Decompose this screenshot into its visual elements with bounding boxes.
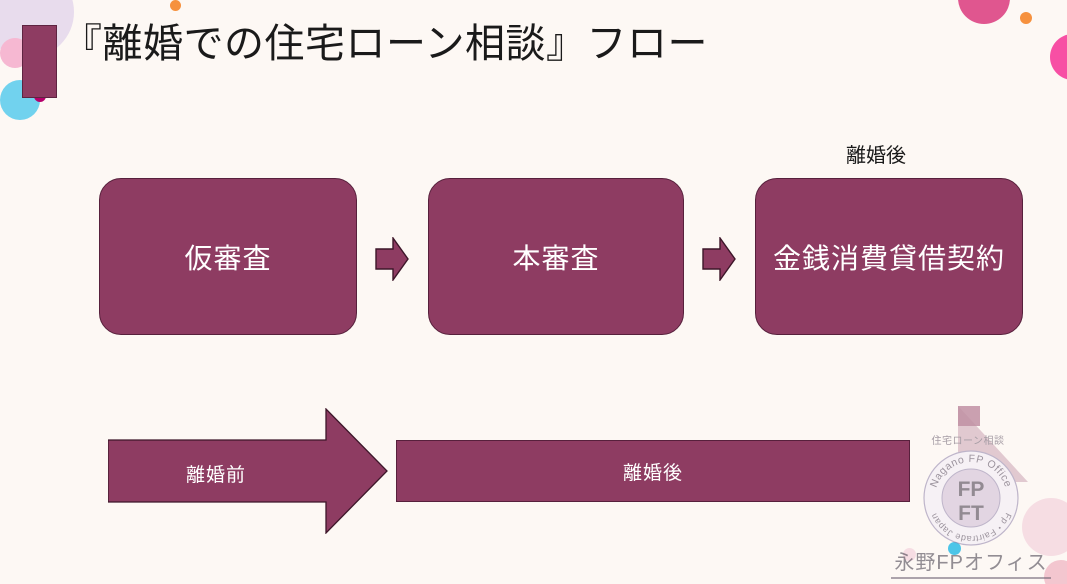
- magenta-dot-title: [34, 90, 46, 102]
- stage-label-after-divorce: 離婚後: [846, 145, 906, 167]
- pale-pink-circle-bottom: [1044, 560, 1067, 584]
- flow-step-label-2: 本審査: [512, 242, 600, 274]
- cyan-dot-logo: [948, 542, 961, 555]
- flow-step-box-3[interactable]: 金銭消費貸借契約: [755, 178, 1023, 335]
- flow-step-box-1[interactable]: 仮審査: [99, 178, 357, 335]
- timeline-after-label: 離婚後: [622, 462, 683, 484]
- orange-dot-top: [170, 0, 181, 11]
- arrow-right-icon-2: [702, 237, 736, 281]
- timeline-before-label: 離婚前: [186, 465, 247, 486]
- svg-text:FP: FP: [958, 478, 985, 501]
- watermark-seal-icon: Nagano FP Office Fp・Fairtrade Japan FP F…: [921, 448, 1021, 548]
- cyan-circle-left: [0, 80, 40, 120]
- arrow-right-icon: [375, 237, 409, 281]
- pale-pink-dot-bottom: [903, 548, 916, 561]
- page-title: 『離婚での住宅ローン相談』フロー: [62, 22, 708, 66]
- flow-step-label-3: 金銭消費貸借契約: [772, 242, 1005, 274]
- timeline-after-bar: 離婚後: [396, 440, 910, 502]
- flow-step-box-2[interactable]: 本審査: [428, 178, 684, 335]
- svg-text:Fp・Fairtrade Japan: Fp・Fairtrade Japan: [929, 511, 1014, 544]
- watermark-logo: 住宅ローン相談 Nagano FP Office Fp・Fairtrade Ja…: [891, 404, 1065, 584]
- svg-text:Nagano FP Office: Nagano FP Office: [928, 453, 1014, 489]
- pale-pink-circle-right: [1022, 498, 1067, 556]
- orange-dot-top-right: [1020, 12, 1032, 24]
- pink-circle-top-center: [958, 0, 1010, 24]
- pink-circle-left: [0, 38, 30, 68]
- watermark-office-name: 永野FPオフィス: [891, 546, 1051, 579]
- watermark-tagline: 住宅ローン相談: [931, 436, 1005, 447]
- svg-text:FT: FT: [958, 502, 984, 525]
- flow-step-label-1: 仮審査: [184, 242, 272, 274]
- watermark-flag-shape: [950, 404, 1032, 514]
- title-accent-rectangle: [22, 25, 57, 98]
- pink-circle-top-right: [1050, 34, 1067, 80]
- timeline-before-arrow: 離婚前: [108, 408, 388, 534]
